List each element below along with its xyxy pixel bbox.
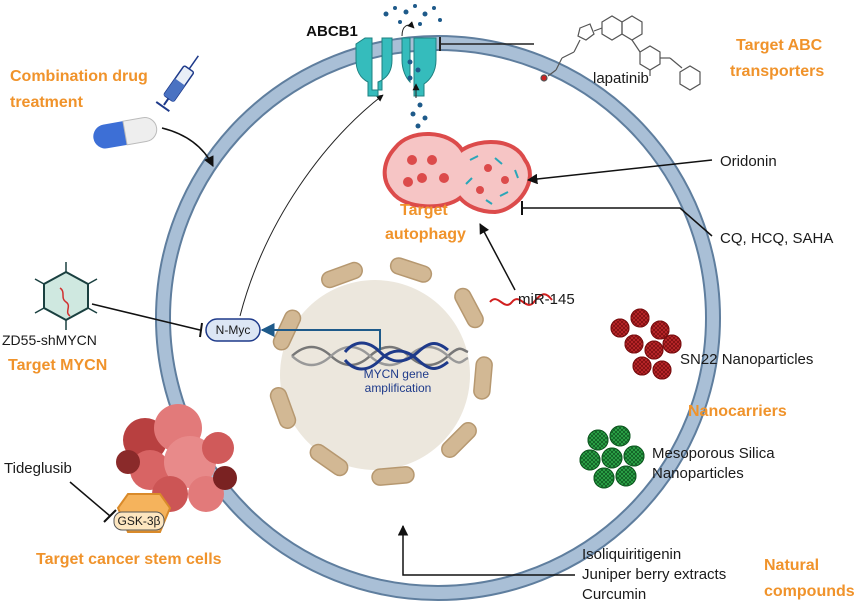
oridonin-arrow — [526, 159, 713, 185]
autophagosome-icon — [382, 132, 532, 215]
lapatinib-inhibition-line — [439, 37, 534, 51]
mesoporous-label: Mesoporous Silica Nanoparticles — [652, 445, 779, 482]
lapatinib-structure-icon — [540, 15, 701, 91]
virus-icon — [34, 262, 98, 330]
tideglusib-label: Tideglusib — [4, 460, 72, 477]
svg-text:GSK-3β: GSK-3β — [118, 514, 161, 528]
nanocarriers-label: Nanocarriers — [688, 403, 787, 420]
abcb1-label: ABCB1 — [306, 23, 358, 40]
sn22-label: SN22 Nanoparticles — [680, 351, 813, 368]
natural-compounds-list: Isoliquiritigenin Juniper berry extracts… — [582, 546, 730, 603]
oridonin-label: Oridonin — [720, 153, 777, 170]
gsk3b-protein: GSK-3β — [113, 493, 172, 533]
combination-arrow — [161, 127, 214, 167]
zd55-label: ZD55-shMYCN — [2, 332, 97, 348]
cq-inhibition-line — [521, 201, 713, 237]
tideglusib-inhibition-line — [69, 481, 117, 523]
sn22-nanoparticles-icon — [610, 308, 682, 380]
mycn-amplification-label: MYCN gene amplification — [364, 367, 433, 395]
nmyc-to-abcb1-arrow — [239, 94, 384, 317]
nmyc-protein: N-Myc — [205, 318, 261, 342]
mir145-arrow — [479, 223, 516, 291]
capsule-icon — [93, 117, 158, 149]
combination-drug-label: Combination drug treatment — [10, 68, 152, 111]
natural-compounds-label: Natural compounds — [764, 557, 855, 600]
abcb1-transporter-icon — [355, 4, 442, 129]
syringe-icon — [155, 55, 199, 112]
mycn-dna-helix — [291, 341, 469, 371]
target-csc-label: Target cancer stem cells — [36, 551, 222, 568]
natural-compounds-arrow — [397, 524, 575, 576]
mycn-to-nmyc-arrow — [260, 323, 381, 350]
lapatinib-label: lapatinib — [593, 70, 649, 87]
target-abc-label: Target ABC transporters — [730, 37, 827, 80]
target-mycn-label: Target MYCN — [8, 357, 107, 374]
cell-membrane — [155, 35, 721, 601]
target-autophagy-label: Target autophagy — [385, 202, 466, 243]
mir145-label: miR-145 — [518, 291, 575, 308]
cq-hcq-saha-label: CQ, HCQ, SAHA — [720, 230, 833, 247]
silica-nanoparticles-icon — [579, 425, 645, 489]
svg-text:N-Myc: N-Myc — [216, 323, 251, 337]
cancer-stem-cells-icon — [116, 404, 237, 512]
zd55-inhibition-line — [91, 303, 203, 338]
mirna-icon — [489, 293, 553, 306]
